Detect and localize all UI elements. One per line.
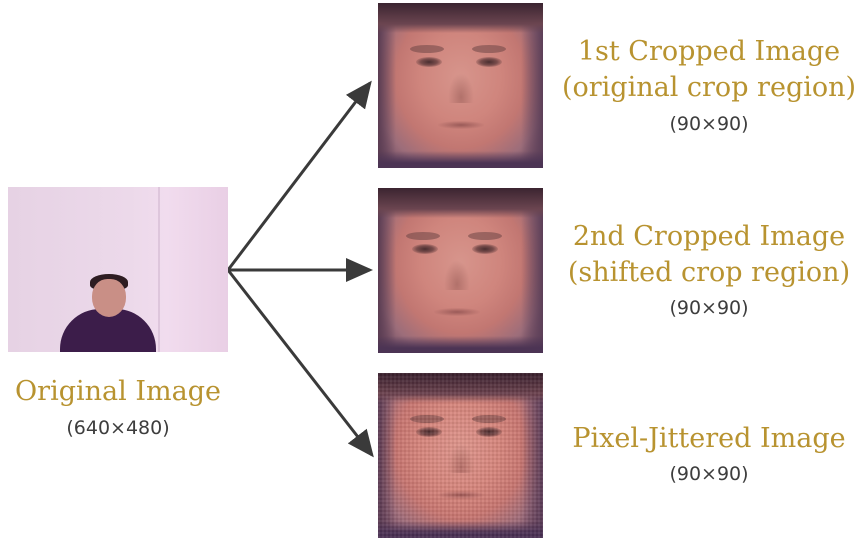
jittered-size: (90×90) <box>669 463 749 485</box>
original-image <box>8 187 228 352</box>
arrow-to-first-crop <box>226 80 372 271</box>
jittered-title: Pixel-Jittered Image <box>572 423 846 454</box>
original-image-size: (640×480) <box>66 417 170 439</box>
second-crop-title-line2: (shifted crop region) <box>567 257 851 288</box>
first-crop-size: (90×90) <box>669 113 749 135</box>
first-crop-title-line1: 1st Cropped Image <box>577 36 841 67</box>
pixel-jittered-image <box>378 373 543 538</box>
second-crop-title-line1: 2nd Cropped Image <box>572 221 846 252</box>
second-cropped-image <box>378 188 543 353</box>
original-image-title: Original Image <box>15 376 221 407</box>
first-crop-title-line2: (original crop region) <box>561 72 857 103</box>
arrow-to-jittered <box>226 269 374 458</box>
first-cropped-image <box>378 3 543 168</box>
second-crop-size: (90×90) <box>669 297 749 319</box>
